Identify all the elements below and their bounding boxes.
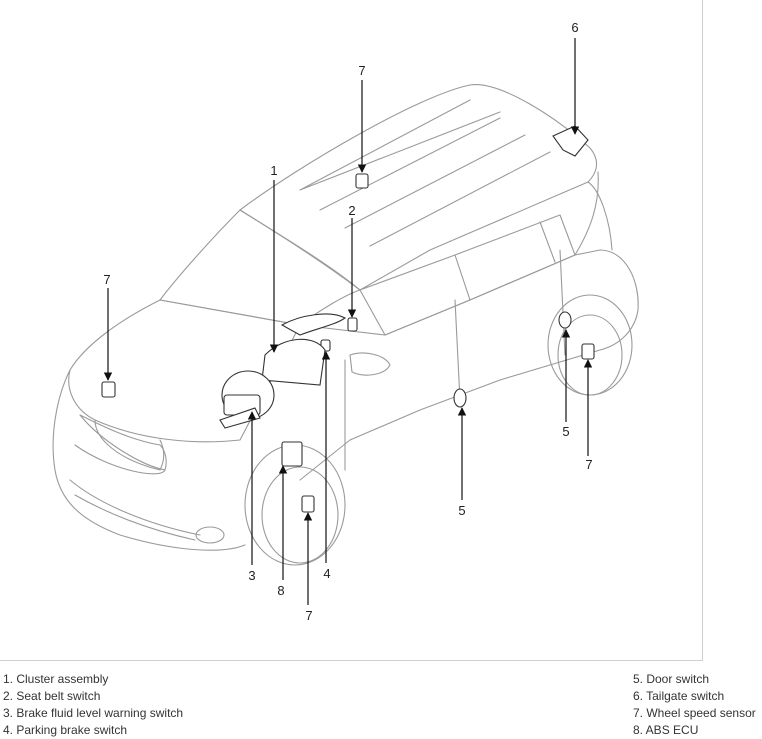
legend-item: 8. ABS ECU [633,723,699,737]
rear-wheel-sensor-part [581,343,595,360]
legend-item: 5. Door switch [633,672,710,686]
roof-outline [239,84,598,291]
figure-frame [0,0,703,661]
front-wheel-sensor-part [301,495,315,513]
legend-item: 1. Cluster assembly [3,672,109,686]
callout-6: 6 [571,20,578,35]
callout-3: 3 [248,568,255,583]
seat-belt-switch-part [347,317,358,332]
car-component-diagram: 1 2 3 4 5 5 6 7 7 7 7 8 [52,20,639,623]
rear-wheel [557,314,623,396]
side-mirror [349,352,391,376]
hood-outline [68,299,301,443]
callout-7-front: 7 [103,272,110,287]
cluster-assembly-part [261,338,326,386]
components [101,125,595,513]
callout-labels: 1 2 3 4 5 5 6 7 7 7 7 8 [103,20,592,623]
tailgate-switch-part [552,125,589,157]
callout-2: 2 [348,203,355,218]
callout-1: 1 [270,163,277,178]
legend-left: 1. Cluster assembly 2. Seat belt switch … [3,671,183,739]
car-outline [52,84,639,566]
windshield-outline [159,209,361,326]
legend-item: 4. Parking brake switch [3,723,128,737]
door-switch-rear-part [558,311,572,329]
fog-lamp [195,526,225,544]
callout-8: 8 [277,583,284,598]
front-wheel [261,466,339,564]
legend-item: 7. Wheel speed sensor [633,706,756,720]
side-body [299,249,639,481]
callout-5a: 5 [458,503,465,518]
grille-outline [79,414,167,471]
door-switch-front-part [453,388,467,408]
legend-item: 6. Tailgate switch [633,689,725,703]
callout-7-wheel: 7 [305,608,312,623]
callout-4: 4 [323,566,330,581]
roof-sensor-part [355,173,369,189]
front-sensor-part [101,381,116,398]
front-fascia [52,369,246,551]
legend-item: 3. Brake fluid level warning switch [3,706,184,720]
legend-item: 2. Seat belt switch [3,689,101,703]
leader-lines [103,38,593,605]
callout-7-roof: 7 [358,63,365,78]
callout-5b: 5 [562,424,569,439]
rear-hatch [574,171,613,256]
side-windows [359,214,576,336]
dash-trim-part [280,313,347,336]
abs-ecu-part [281,441,303,467]
callout-7-rear: 7 [585,457,592,472]
legend-right: 5. Door switch 6. Tailgate switch 7. Whe… [633,671,756,739]
lower-bumper [69,479,201,541]
roof-ribs [299,99,551,247]
